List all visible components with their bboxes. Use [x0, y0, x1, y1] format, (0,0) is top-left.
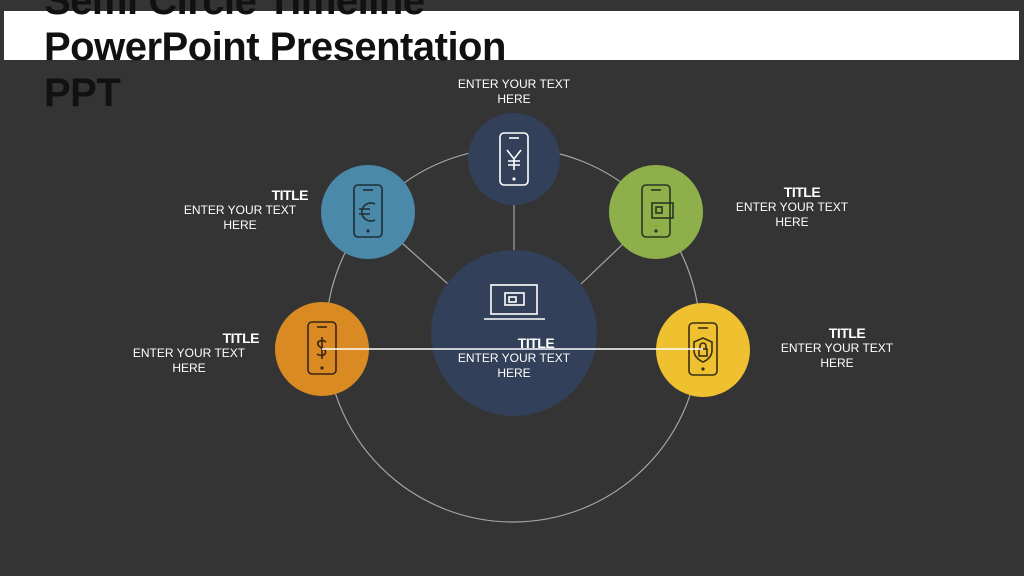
- slide-title-line-3: PPT: [44, 71, 121, 115]
- slide-title-line-2: PowerPoint Presentation: [44, 25, 506, 69]
- slide-title: Semi Circle Timeline PowerPoint Presenta…: [44, 0, 604, 116]
- center-body-line-1: ENTER YOUR TEXT: [457, 351, 571, 365]
- connector-upper-right: [580, 241, 626, 285]
- phone-wallet-icon: [641, 184, 674, 238]
- slide-title-line-1: Semi Circle Timeline: [44, 0, 425, 23]
- left-title: TITLE: [222, 330, 260, 346]
- upper-left-body-line-1: ENTER YOUR TEXT: [183, 203, 297, 217]
- center-label: TITLE ENTER YOUR TEXT HERE: [444, 335, 584, 381]
- phone-yen-icon: [499, 132, 529, 186]
- center-node: [431, 250, 597, 416]
- center-body-line-2: HERE: [497, 366, 531, 380]
- center-title: TITLE: [517, 335, 555, 351]
- left-body-line-2: HERE: [172, 361, 206, 375]
- upper-left-body-line-2: HERE: [223, 218, 257, 232]
- left-label: TITLE ENTER YOUR TEXT HERE: [119, 330, 260, 376]
- upper-right-title: TITLE: [783, 184, 821, 200]
- top-body-line-2: HERE: [497, 92, 531, 106]
- upper-right-body-line-1: ENTER YOUR TEXT: [735, 200, 849, 214]
- upper-right-label: TITLE ENTER YOUR TEXT HERE: [722, 184, 862, 230]
- right-label: TITLE ENTER YOUR TEXT HERE: [767, 325, 907, 371]
- upper-left-title: TITLE: [271, 187, 309, 203]
- title-banner: [4, 11, 1019, 60]
- upper-left-label: TITLE ENTER YOUR TEXT HERE: [170, 187, 310, 233]
- top-label: ENTER YOUR TEXT HERE: [444, 77, 584, 107]
- right-body-line-1: ENTER YOUR TEXT: [780, 341, 894, 355]
- right-body-line-2: HERE: [820, 356, 854, 370]
- upper-left-node: [321, 165, 415, 259]
- laptop-card-icon: [484, 284, 545, 320]
- connector-upper-left: [401, 242, 449, 285]
- phone-dollar-icon: [307, 321, 337, 375]
- left-body-line-1: ENTER YOUR TEXT: [132, 346, 246, 360]
- right-title: TITLE: [828, 325, 866, 341]
- phone-euro-icon: [353, 184, 383, 238]
- upper-right-body-line-2: HERE: [775, 215, 809, 229]
- right-node: [656, 303, 750, 397]
- top-body-line-1: ENTER YOUR TEXT: [457, 77, 571, 91]
